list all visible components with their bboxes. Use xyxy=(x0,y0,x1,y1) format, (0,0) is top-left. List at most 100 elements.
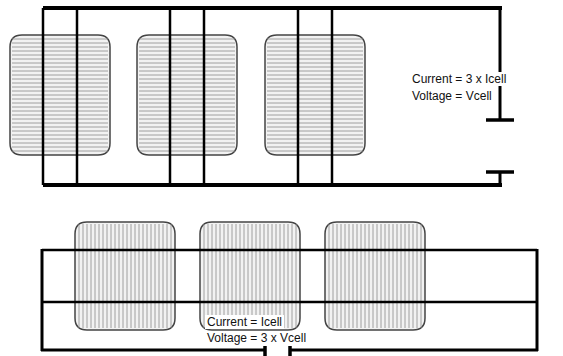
cell-finger xyxy=(12,147,108,148)
cell-finger xyxy=(267,135,363,136)
cell-finger xyxy=(267,103,363,104)
cell-finger xyxy=(139,83,235,84)
cell-finger xyxy=(357,224,358,328)
cell-finger xyxy=(377,224,378,328)
cell-finger xyxy=(12,87,108,88)
cell-finger xyxy=(107,224,108,328)
cell-finger xyxy=(12,91,108,92)
cell-finger xyxy=(236,224,237,328)
cell-finger xyxy=(12,131,108,132)
cell-finger xyxy=(139,87,235,88)
cell-finger xyxy=(12,103,108,104)
cell-finger xyxy=(139,95,235,96)
cell-finger xyxy=(389,224,390,328)
current-label: Current = Icell xyxy=(205,315,284,329)
cell-finger xyxy=(256,224,257,328)
cell-finger xyxy=(91,224,92,328)
cell-finger xyxy=(267,87,363,88)
cell-finger xyxy=(139,111,235,112)
cell-finger xyxy=(12,71,108,72)
cell-finger xyxy=(139,51,235,52)
terminal-wire xyxy=(536,249,539,351)
terminal-plate xyxy=(263,346,267,356)
cell-finger xyxy=(12,95,108,96)
cell-finger xyxy=(12,99,108,100)
terminal-wire xyxy=(499,8,502,120)
series-connector xyxy=(42,249,537,252)
cell-finger xyxy=(139,63,235,64)
cell-finger xyxy=(267,151,363,152)
cell-finger xyxy=(139,147,235,148)
cell-finger xyxy=(12,39,108,40)
cell-finger xyxy=(267,95,363,96)
cell-finger xyxy=(103,224,104,328)
cell-finger xyxy=(267,127,363,128)
cell-finger xyxy=(147,224,148,328)
cell-finger xyxy=(139,107,235,108)
cell-finger xyxy=(353,224,354,328)
cell-finger xyxy=(127,224,128,328)
cell-finger xyxy=(12,115,108,116)
cell-finger xyxy=(267,43,363,44)
solar-cell xyxy=(137,35,237,155)
cell-finger xyxy=(12,59,108,60)
cell-finger xyxy=(296,224,297,328)
cell-finger xyxy=(248,224,249,328)
terminal-plate xyxy=(486,170,514,174)
cell-finger xyxy=(139,99,235,100)
positive-bus xyxy=(43,6,502,10)
cell-finger xyxy=(12,75,108,76)
cell-finger xyxy=(333,224,334,328)
cell-finger xyxy=(87,224,88,328)
cell-finger xyxy=(12,135,108,136)
cell-finger xyxy=(139,67,235,68)
cell-finger xyxy=(365,224,366,328)
cell-finger xyxy=(267,51,363,52)
cell-finger xyxy=(12,139,108,140)
cell-finger xyxy=(12,123,108,124)
cell-finger xyxy=(284,224,285,328)
cell-finger xyxy=(139,59,235,60)
cell-finger xyxy=(12,51,108,52)
cell-busbar xyxy=(331,8,334,185)
cell-finger xyxy=(163,224,164,328)
cell-finger xyxy=(139,224,140,328)
cell-finger xyxy=(159,224,160,328)
cell-busbar xyxy=(203,8,206,185)
cell-finger xyxy=(381,224,382,328)
cell-finger xyxy=(267,107,363,108)
cell-finger xyxy=(267,63,363,64)
cell-finger xyxy=(267,71,363,72)
cell-busbar xyxy=(42,8,45,185)
cell-finger xyxy=(131,224,132,328)
cell-finger xyxy=(267,83,363,84)
cell-finger xyxy=(12,143,108,144)
cell-finger xyxy=(139,139,235,140)
cell-finger xyxy=(139,119,235,120)
cell-finger xyxy=(228,224,229,328)
cell-finger xyxy=(12,127,108,128)
cell-finger xyxy=(409,224,410,328)
cell-finger xyxy=(385,224,386,328)
cell-finger xyxy=(139,79,235,80)
cell-finger xyxy=(272,224,273,328)
terminal-plate xyxy=(486,118,514,122)
cell-finger xyxy=(123,224,124,328)
cell-finger xyxy=(260,224,261,328)
cell-finger xyxy=(349,224,350,328)
solar-cell xyxy=(10,35,110,155)
cell-finger xyxy=(267,139,363,140)
cell-finger xyxy=(155,224,156,328)
cell-finger xyxy=(401,224,402,328)
cell-finger xyxy=(292,224,293,328)
cell-finger xyxy=(417,224,418,328)
cell-finger xyxy=(151,224,152,328)
cell-finger xyxy=(267,119,363,120)
cell-finger xyxy=(139,123,235,124)
cell-finger xyxy=(12,47,108,48)
cell-finger xyxy=(12,67,108,68)
cell-finger xyxy=(171,224,172,328)
voltage-label: Voltage = 3 x Vcell xyxy=(205,331,308,345)
cell-finger xyxy=(405,224,406,328)
cell-finger xyxy=(288,224,289,328)
